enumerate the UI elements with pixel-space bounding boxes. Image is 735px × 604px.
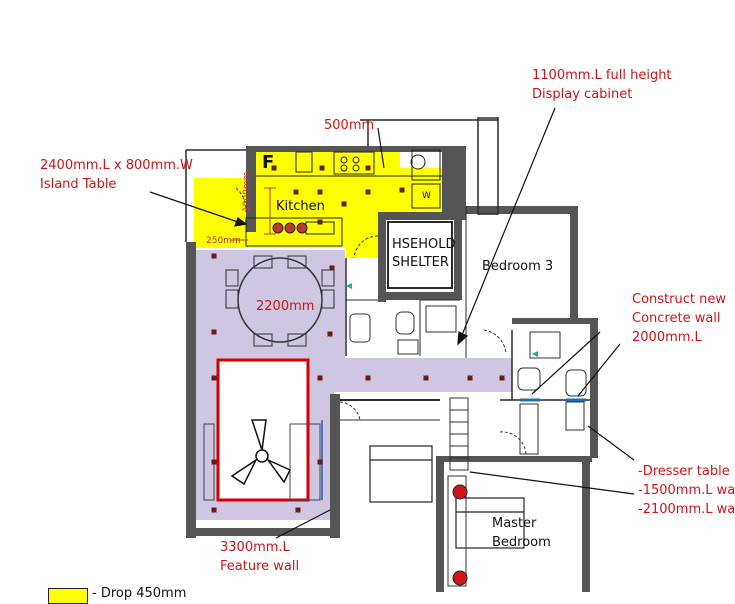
downlight bbox=[317, 459, 323, 465]
downlight bbox=[317, 219, 323, 225]
downlight bbox=[211, 375, 217, 381]
teal-markers bbox=[346, 283, 538, 357]
downlight bbox=[211, 329, 217, 335]
concrete-wall-annotation: Construct new Concrete wall 2000mm.L bbox=[632, 290, 726, 347]
1000mm-dimension bbox=[230, 187, 276, 241]
island-hob bbox=[272, 222, 308, 234]
bedroom3-label: Bedroom 3 bbox=[482, 259, 554, 274]
dresser-line1: -Dresser table bbox=[638, 464, 730, 479]
master-line1: Master bbox=[492, 516, 537, 531]
downlight bbox=[365, 165, 371, 171]
washer-label: W bbox=[422, 191, 431, 201]
downlight bbox=[399, 187, 405, 193]
hsehold-shelter-label: HSEHOLD SHELTER bbox=[392, 236, 456, 272]
walls bbox=[185, 117, 598, 592]
kitchen-counters bbox=[245, 149, 442, 247]
master-bed bbox=[455, 497, 525, 549]
island-line2: Island Table bbox=[40, 177, 117, 192]
concrete-line3: 2000mm.L bbox=[632, 330, 702, 345]
downlight bbox=[211, 253, 217, 259]
downlights bbox=[211, 165, 505, 513]
dim-250-label: 250mm bbox=[206, 236, 241, 246]
downlight bbox=[329, 265, 335, 271]
dresser-annotation: -Dresser table -1500mm.L wa -2100mm.L wa bbox=[638, 462, 735, 519]
concrete-line1: Construct new bbox=[632, 292, 726, 307]
wardrobe bbox=[447, 397, 469, 587]
concrete-line2: Concrete wall bbox=[632, 311, 721, 326]
master-line2: Bedroom bbox=[492, 535, 551, 550]
fridge-label: F bbox=[262, 152, 275, 173]
dining-table bbox=[225, 255, 335, 347]
downlight bbox=[293, 189, 299, 195]
downlight bbox=[341, 201, 347, 207]
master-bedroom-lights bbox=[452, 484, 468, 586]
dresser-line3: -2100mm.L wa bbox=[638, 502, 735, 517]
dining-size-label: 2200mm bbox=[256, 299, 315, 314]
display-line1: 1100mm.L full height bbox=[532, 68, 672, 83]
master-bedroom-label: Master Bedroom bbox=[492, 514, 551, 552]
feature-wall-annotation: 3300mm.L Feature wall bbox=[220, 538, 299, 576]
display-cabinet-annotation: 1100mm.L full height Display cabinet bbox=[532, 66, 672, 104]
downlight bbox=[271, 165, 277, 171]
downlight bbox=[317, 189, 323, 195]
downlight bbox=[499, 375, 505, 381]
downlight bbox=[295, 507, 301, 513]
downlight bbox=[211, 459, 217, 465]
dim-1000-label: 1000mm bbox=[242, 171, 252, 212]
leader-lines bbox=[149, 107, 635, 539]
door-swings bbox=[235, 187, 527, 455]
downlight bbox=[319, 165, 325, 171]
downlight bbox=[327, 331, 333, 337]
ceiling-fan-icon bbox=[230, 419, 292, 486]
hsehold-line1: HSEHOLD bbox=[392, 237, 456, 252]
bathroom-fixtures bbox=[349, 305, 587, 455]
downlight bbox=[365, 375, 371, 381]
legend-swatch bbox=[48, 588, 88, 604]
downlight bbox=[423, 375, 429, 381]
island-drop-ceiling-zone bbox=[194, 178, 250, 248]
feature-line2: Feature wall bbox=[220, 559, 300, 574]
downlight bbox=[317, 375, 323, 381]
hsehold-line2: SHELTER bbox=[392, 255, 449, 270]
kitchen-label: Kitchen bbox=[276, 199, 325, 214]
legend-text: - Drop 450mm bbox=[92, 586, 187, 601]
display-line2: Display cabinet bbox=[532, 87, 633, 102]
dresser-line2: -1500mm.L wa bbox=[638, 483, 735, 498]
kitchen-500-annotation: 500mm bbox=[324, 118, 375, 133]
bedroom2-bed bbox=[369, 445, 433, 503]
feature-line1: 3300mm.L bbox=[220, 540, 290, 555]
downlight bbox=[365, 189, 371, 195]
downlight bbox=[467, 375, 473, 381]
island-line1: 2400mm.L x 800mm.W bbox=[40, 158, 193, 173]
island-table-annotation: 2400mm.L x 800mm.W Island Table bbox=[40, 156, 193, 194]
downlight bbox=[211, 507, 217, 513]
